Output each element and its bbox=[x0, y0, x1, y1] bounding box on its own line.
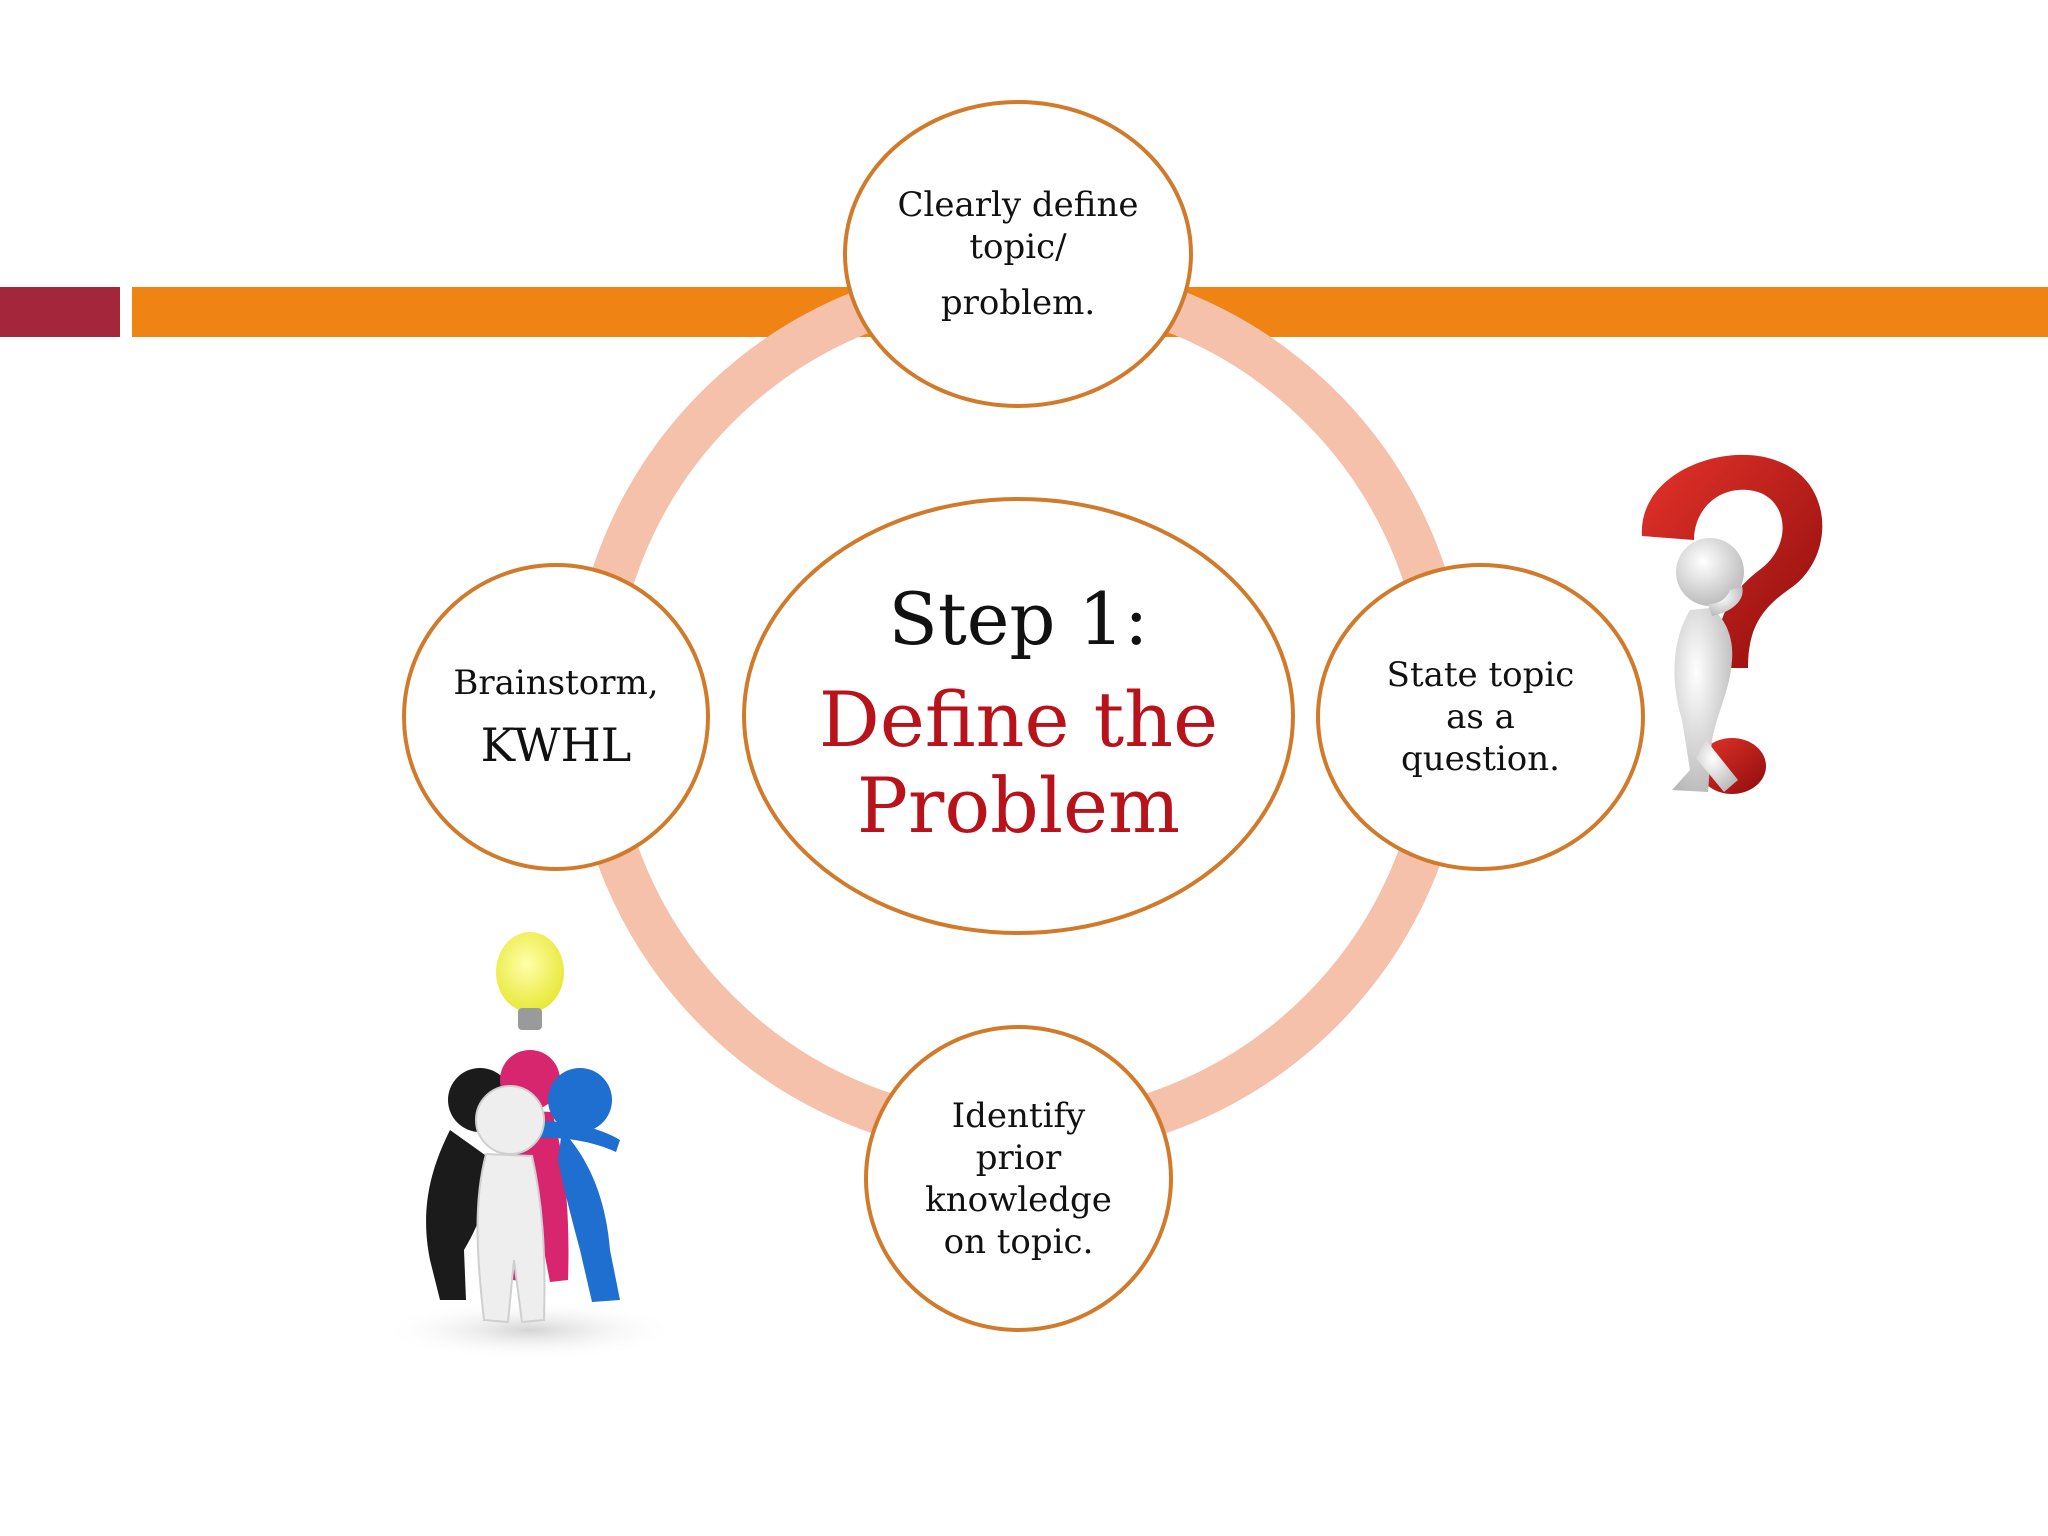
step-title-line-2: Problem bbox=[856, 761, 1181, 850]
node-state-question: State topic as a question. bbox=[1316, 563, 1645, 871]
node-right-line-2: as a bbox=[1446, 697, 1515, 737]
node-left-line-1: Brainstorm, bbox=[453, 663, 659, 703]
team-huddle-lightbulb-icon bbox=[380, 932, 680, 1360]
thinking-figure-question-mark-icon bbox=[1641, 454, 1823, 794]
node-right-line-1: State topic bbox=[1386, 655, 1575, 695]
header-accent-red bbox=[0, 287, 120, 337]
node-brainstorm: Brainstorm, KWHL bbox=[402, 563, 710, 871]
node-bottom-line-2: prior bbox=[975, 1137, 1062, 1178]
node-top-line-1: Clearly define bbox=[897, 185, 1139, 225]
node-left-line-2: KWHL bbox=[480, 718, 632, 772]
node-bottom-line-1: Identify bbox=[951, 1095, 1086, 1136]
node-right-line-3: question. bbox=[1401, 739, 1560, 779]
step-title-line-1: Define the bbox=[818, 675, 1219, 764]
step-label: Step 1: bbox=[888, 577, 1149, 661]
node-bottom-line-3: knowledge bbox=[925, 1179, 1112, 1220]
node-top-line-2: topic/ bbox=[969, 227, 1067, 267]
node-bottom-line-4: on topic. bbox=[943, 1221, 1094, 1262]
node-top-line-3: problem. bbox=[940, 283, 1096, 323]
center-step-node: Step 1: Define the Problem bbox=[742, 497, 1295, 935]
node-prior-knowledge: Identify prior knowledge on topic. bbox=[864, 1025, 1173, 1332]
node-define-topic: Clearly define topic/ problem. bbox=[843, 100, 1193, 408]
